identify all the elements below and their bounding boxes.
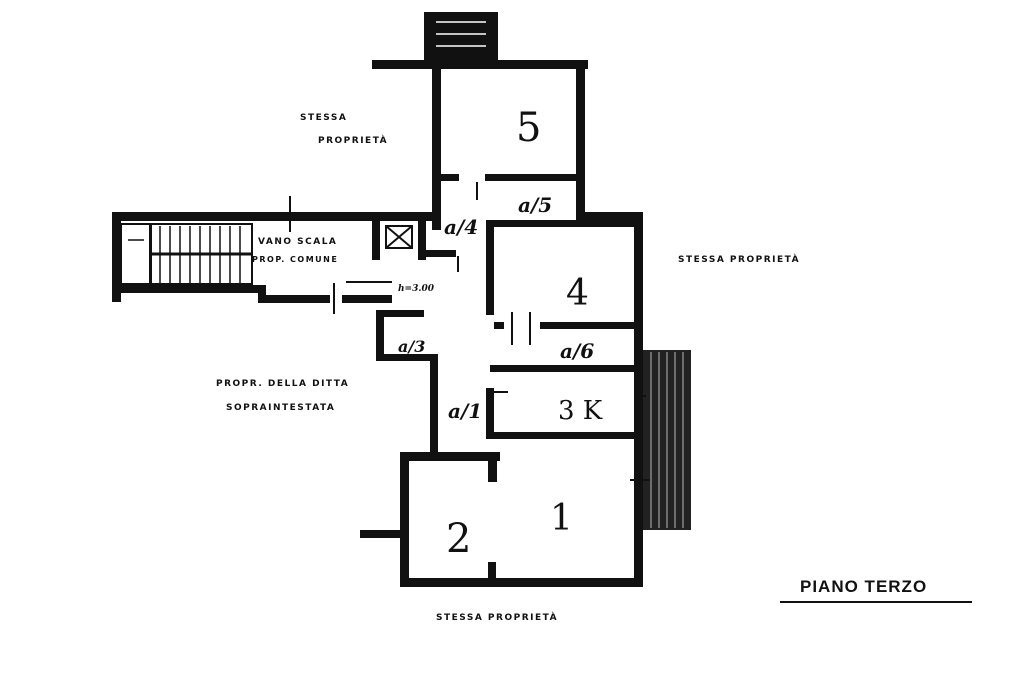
label-ditta-1: PROPR. DELLA DITTA bbox=[216, 379, 349, 389]
label-stessa-proprieta-bottom: STESSA PROPRIETÀ bbox=[436, 611, 558, 623]
room-a6: a/6 bbox=[560, 339, 594, 363]
label-stessa-proprieta-right: STESSA PROPRIETÀ bbox=[678, 253, 800, 265]
chimney-marks bbox=[436, 21, 486, 47]
room-a5: a/5 bbox=[518, 193, 552, 217]
label-ditta-2: SOPRAINTESTATA bbox=[226, 403, 335, 413]
staircase bbox=[120, 223, 253, 285]
label-prop-comune: PROP. COMUNE bbox=[252, 255, 338, 264]
room-5: 5 bbox=[516, 105, 541, 151]
label-vano-scala: VANO SCALA bbox=[258, 237, 337, 247]
room-a4: a/4 bbox=[444, 215, 478, 239]
plan-title: PIANO TERZO bbox=[800, 577, 927, 596]
room-1: 1 bbox=[550, 498, 573, 539]
label-stessa-proprieta-top-1: STESSA bbox=[300, 113, 347, 123]
label-stessa-proprieta-top-2: PROPRIETÀ bbox=[318, 134, 388, 146]
room-a3: a/3 bbox=[398, 337, 425, 356]
balcony bbox=[643, 350, 691, 530]
lift-box bbox=[385, 225, 413, 249]
chimney-shaft bbox=[424, 12, 498, 66]
room-3k: 3 K bbox=[558, 396, 603, 426]
height-note: h=3.00 bbox=[398, 284, 435, 294]
door-marks bbox=[289, 182, 650, 500]
room-2: 2 bbox=[446, 516, 471, 562]
room-a1: a/1 bbox=[448, 399, 482, 423]
room-4: 4 bbox=[566, 273, 589, 314]
